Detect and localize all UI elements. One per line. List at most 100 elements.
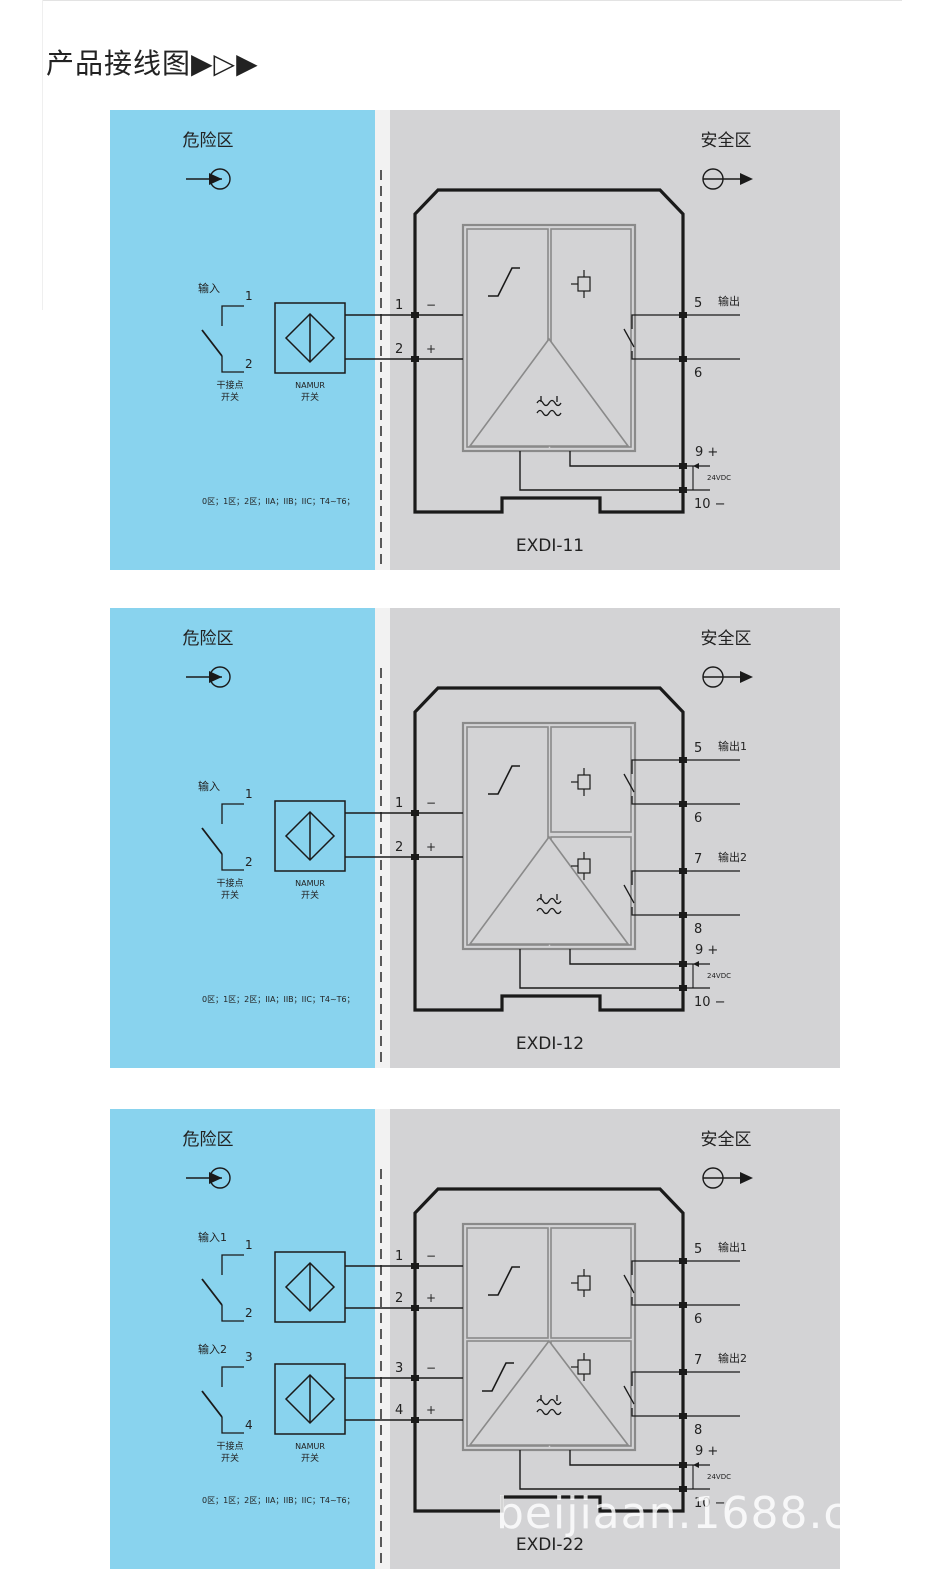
zone-rating-note: 0区；1区；2区；IIA；IIB；IIC；T4~T6；: [202, 497, 355, 506]
switch-upper-icon: [221, 305, 244, 326]
power-wire-pos: [569, 1450, 683, 1466]
output-label: 输出2: [718, 1351, 747, 1365]
module-outline: [413, 1187, 685, 1513]
namur-caption: 开关: [301, 391, 319, 403]
module-outline: [413, 686, 685, 1012]
isolation-triangle: [468, 337, 630, 447]
switch-blade-icon: [201, 1390, 223, 1418]
switch-caption: 开关: [221, 889, 239, 901]
amplifier-cell-1: [466, 1227, 549, 1339]
safe-arrow-head-icon: [740, 671, 753, 683]
input-terminal-label: 2: [245, 357, 253, 371]
contact-upper-icon: [631, 759, 740, 774]
input-terminal-label: 4: [395, 1403, 403, 1418]
terminal-dot: [411, 1417, 419, 1423]
terminal-dot: [679, 1369, 687, 1375]
contact-lower-icon: [631, 351, 740, 360]
terminal-dot: [411, 810, 419, 816]
amplifier-cell: [466, 726, 549, 946]
terminal-dot: [411, 312, 419, 318]
terminal-dot: [679, 1302, 687, 1308]
output-terminal-label: 5: [694, 296, 702, 311]
supply-bracket-icon: [692, 1464, 710, 1490]
hazard-zone-label: 危险区: [183, 1130, 234, 1150]
contact-blade-icon: [623, 1385, 635, 1405]
contact-upper-icon: [631, 1371, 740, 1386]
power-terminal-label: 10 −: [694, 995, 726, 1010]
output-label: 输出2: [718, 850, 747, 864]
polarity-label: +: [426, 342, 436, 356]
switch-lower-icon: [221, 356, 244, 373]
power-terminal-label: 10 −: [694, 497, 726, 512]
input-label: 输入2: [198, 1342, 227, 1356]
input-label: 输入: [198, 281, 220, 295]
output-terminal-label: 6: [694, 1312, 702, 1327]
page-title: 产品接线图▶▷▶: [46, 47, 259, 80]
input-terminal-label: 1: [245, 289, 253, 303]
output-terminal-label: 7: [694, 1353, 702, 1368]
contact-blade-icon: [623, 328, 635, 348]
safe-zone: [390, 110, 840, 570]
hazard-zone-label: 危险区: [183, 629, 234, 649]
polarity-label: +: [426, 1403, 436, 1417]
model-label: EXDI-22: [516, 1535, 584, 1555]
namur-caption: NAMUR: [295, 1442, 325, 1451]
terminal-dot: [679, 1258, 687, 1264]
safe-zone-label: 安全区: [701, 131, 752, 151]
namur-caption: 开关: [301, 1452, 319, 1464]
hazard-arrow-head-icon: [209, 671, 222, 683]
supply-arrow-icon: [693, 961, 699, 967]
output-terminal-label: 5: [694, 741, 702, 756]
output-label: 输出1: [718, 739, 747, 753]
namur-sensor-box: [274, 800, 346, 872]
switch-blade-icon: [201, 1278, 223, 1306]
hazard-arrow-head-icon: [209, 173, 222, 185]
signal-ramp-icon: [488, 765, 520, 795]
input-terminal-label: 2: [245, 855, 253, 869]
input-terminal-label: 1: [395, 1249, 403, 1264]
supply-bracket-icon: [692, 465, 710, 491]
terminal-dot: [679, 757, 687, 763]
polarity-label: −: [426, 796, 436, 810]
contact-lower-icon: [631, 796, 740, 805]
namur-sensor-box: [274, 302, 346, 374]
power-terminal-label: 9 +: [695, 1444, 718, 1459]
safe-arrow-head-icon: [740, 173, 753, 185]
switch-caption: 干接点: [216, 877, 243, 889]
namur-sensor-box: [274, 1251, 346, 1323]
contact-blade-icon: [623, 884, 635, 904]
switch-upper-icon: [221, 1254, 244, 1275]
terminal-dot: [411, 854, 419, 860]
namur-caption: NAMUR: [295, 381, 325, 390]
isolation-triangle: [468, 1339, 630, 1446]
polarity-label: +: [426, 1291, 436, 1305]
top-divider: [42, 0, 902, 1]
terminal-dot: [679, 801, 687, 807]
safe-arrow-head-icon: [740, 1172, 753, 1184]
relay-cell-1: [550, 1227, 632, 1339]
safe-zone: [390, 608, 840, 1068]
input-terminal-label: 2: [395, 840, 403, 855]
input-terminal-label: 2: [245, 1306, 253, 1320]
hazard-zone: [110, 110, 375, 570]
power-terminal-label: 10 −: [694, 1496, 726, 1511]
power-wire-neg: [519, 451, 683, 491]
input-terminal-label: 4: [245, 1418, 253, 1432]
signal-ramp-icon: [488, 1266, 520, 1296]
supply-label: 24VDC: [707, 1473, 731, 1481]
switch-caption: 干接点: [216, 1440, 243, 1452]
terminal-dot: [411, 1305, 419, 1311]
contact-upper-icon: [631, 870, 740, 885]
power-terminal-label: 9 +: [695, 445, 718, 460]
diagram-canvas: 危险区安全区56输出178输出2输入11212−+输入23434−+干接点开关N…: [110, 1109, 840, 1569]
terminal-dot: [679, 912, 687, 918]
input-terminal-label: 1: [395, 796, 403, 811]
input-terminal-label: 3: [395, 1361, 403, 1376]
input-terminal-label: 1: [245, 787, 253, 801]
contact-blade-icon: [623, 1274, 635, 1294]
input-label: 输入1: [198, 1230, 227, 1244]
model-label: EXDI-12: [516, 1034, 584, 1054]
zone-rating-note: 0区；1区；2区；IIA；IIB；IIC；T4~T6；: [202, 1496, 355, 1505]
